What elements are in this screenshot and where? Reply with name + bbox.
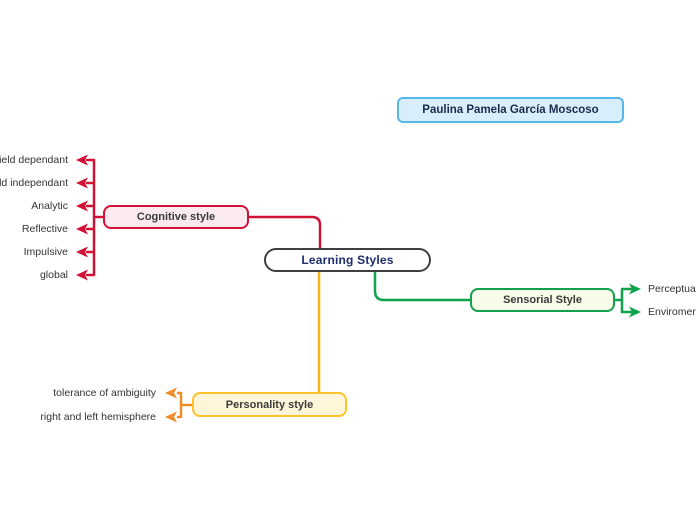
cognitive-connector-line [247, 215, 322, 251]
sensorial-bracket-line [612, 287, 633, 314]
arrow-left-icon [165, 387, 177, 399]
cognitive-bracket-line [85, 158, 105, 277]
leaf-impulsive[interactable]: Impulsive [23, 246, 68, 258]
branch-node-cognitive-style[interactable]: Cognitive style [103, 205, 249, 229]
branch-node-personality-style[interactable]: Personality style [192, 392, 347, 417]
arrow-left-icon [76, 269, 88, 281]
leaf-right-and-left-hemisphere[interactable]: right and left hemisphere [40, 411, 156, 423]
personality-bracket-line [176, 391, 194, 419]
branch-node-sensorial-style[interactable]: Sensorial Style [470, 288, 615, 312]
leaf-field-independant[interactable]: Field independant [0, 177, 68, 189]
leaf-analytic[interactable]: Analytic [31, 200, 68, 212]
author-node[interactable]: Paulina Pamela García Moscoso [397, 97, 624, 123]
arrow-left-icon [76, 177, 88, 189]
leaf-perceptual[interactable]: Perceptual [648, 283, 696, 295]
arrow-left-icon [76, 200, 88, 212]
arrow-right-icon [629, 283, 641, 295]
arrow-left-icon [76, 154, 88, 166]
leaf-field-dependant[interactable]: Field dependant [0, 154, 68, 166]
leaf-reflective[interactable]: Reflective [21, 223, 68, 235]
arrow-left-icon [165, 411, 177, 423]
arrow-left-icon [76, 246, 88, 258]
leaf-enviromental[interactable]: Enviromental [648, 306, 696, 318]
root-node-learning-styles[interactable]: Learning Styles [264, 248, 431, 272]
leaf-tolerance-of-ambiguity[interactable]: tolerance of ambiguity [53, 387, 156, 399]
arrow-right-icon [629, 306, 641, 318]
sensorial-connector-line [373, 270, 472, 302]
arrow-left-icon [76, 223, 88, 235]
leaf-global[interactable]: global [39, 269, 68, 281]
